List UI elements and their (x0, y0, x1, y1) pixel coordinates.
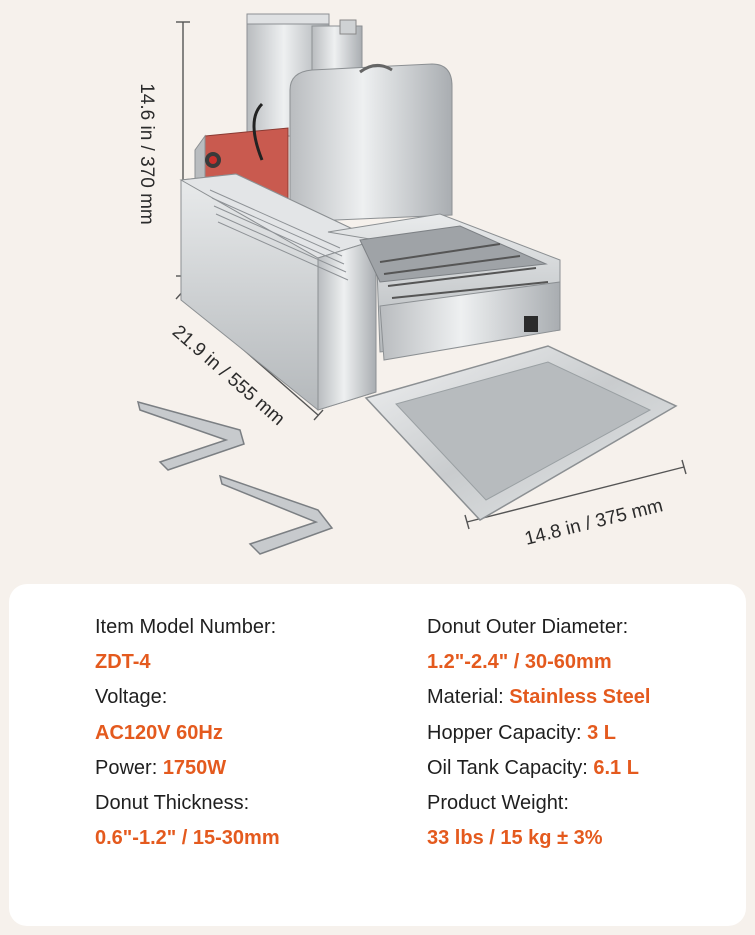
diameter-value: 1.2"-2.4" / 30-60mm (427, 651, 612, 674)
thickness-label: Donut Thickness: (95, 791, 250, 814)
voltage-label: Voltage: (95, 686, 168, 709)
weight-label: Product Weight: (427, 791, 569, 814)
model-number-value: ZDT-4 (95, 651, 151, 674)
voltage-value: AC120V 60Hz (95, 721, 223, 744)
tongs-pair (136, 400, 334, 555)
oil-tank (327, 213, 561, 361)
product-hero: 14.6 in / 370 mm 21.9 in / 555 mm 14.8 i… (136, 13, 687, 555)
power-label: Power: (95, 756, 158, 779)
diameter-label: Donut Outer Diameter: (427, 616, 629, 638)
specs-left-column: Item Model Number: ZDT-4 Voltage: AC120V… (95, 610, 280, 856)
hopper-value: 3 L (587, 721, 616, 744)
drip-tray (364, 345, 678, 521)
fryer-side-panel (179, 173, 378, 411)
material-value: Stainless Steel (509, 686, 651, 709)
power-row: Power: 1750W (95, 751, 280, 786)
oil-tank-label: Oil Tank Capacity: (427, 756, 588, 779)
oil-tank-row: Oil Tank Capacity: 6.1 L (427, 751, 650, 786)
power-value: 1750W (162, 756, 227, 779)
material-row: Material: Stainless Steel (427, 680, 650, 715)
hopper-label: Hopper Capacity: (427, 721, 582, 744)
material-label: Material: (427, 686, 504, 709)
oil-tank-value: 6.1 L (593, 756, 639, 779)
dough-hopper (289, 63, 453, 223)
weight-value: 33 lbs / 15 kg ± 3% (427, 827, 603, 850)
donut-machine-illustration (136, 13, 687, 555)
model-number-label: Item Model Number: (95, 616, 277, 638)
hopper-row: Hopper Capacity: 3 L (427, 716, 650, 751)
thickness-value: 0.6"-1.2" / 15-30mm (95, 827, 280, 850)
specifications-card: Item Model Number: ZDT-4 Voltage: AC120V… (9, 584, 746, 926)
specs-right-column: Donut Outer Diameter: 1.2"-2.4" / 30-60m… (427, 610, 650, 856)
height-dimension-label: 14.6 in / 370 mm (136, 83, 157, 225)
